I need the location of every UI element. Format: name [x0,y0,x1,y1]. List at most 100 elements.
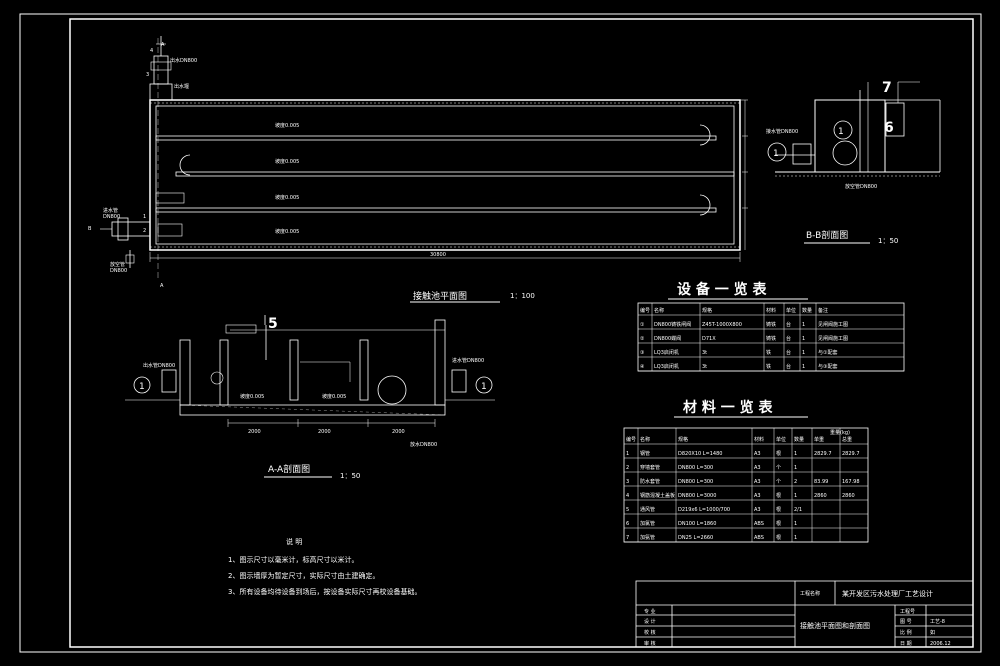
table-header-cell: 材料 [754,436,764,443]
table-cell: 铸铁 [766,321,776,328]
plan-marker-a-top: A [161,42,165,48]
table-cell: 2 [626,465,629,471]
table-header-cell: 单位 [776,436,786,443]
note-2: 2、图示墙厚为暂定尺寸，实际尺寸由土建确定。 [228,571,379,580]
aa-left-pipe: 出水管DN800 [143,362,175,369]
table-header-cell: 单重 [814,436,824,443]
table-cell: DN800 L=300 [678,465,713,471]
plan-num-4: 4 [150,48,153,54]
table-cell: 与①配套 [818,349,837,356]
table-cell: 3 [626,479,629,485]
table-cell: 见闸阀施工图 [818,335,848,342]
table-header-cell: 编号 [626,436,636,443]
table-cell: 83.99 [814,479,828,485]
table-cell: LQ3启闭机 [654,349,679,356]
tb-scale-label: 比 例 [900,629,912,636]
aa-right-pipe: 进水管DN800 [452,357,484,364]
table-cell: 台 [786,349,791,356]
plan-title: 接触池平面图 [413,290,467,302]
tb-scale-value: 如 [930,629,935,636]
aa-slope-b: 坡度0.005 [322,393,346,400]
table-header-cell: 规格 [702,307,712,314]
aa-dim-2: 2000 [318,429,331,435]
table-cell: DN25 L=2660 [678,535,713,541]
aa-slope-a: 坡度0.005 [240,393,264,400]
table-cell: ① [640,322,645,328]
table-cell: 与③配套 [818,363,837,370]
table-header-cell: 材料 [766,307,776,314]
bb-num-1b: 1 [838,127,844,137]
aa-drain: 放水DN800 [410,441,437,448]
aa-dim-1: 2000 [248,429,261,435]
table-cell: ② [640,336,645,342]
table-cell: 2860 [814,493,827,499]
table-cell: 铸铁 [766,335,776,342]
table-cell: 见闸阀施工图 [818,321,848,328]
table-cell: ABS [754,521,764,527]
table-cell: 5 [626,507,629,513]
tb-drawing-no-label: 图 号 [900,619,912,625]
aa-num-1b: 1 [481,382,487,392]
plan-overall-dim: 30800 [430,252,446,258]
table-cell: 根 [776,534,781,541]
tb-drawing-no: 工艺-8 [930,619,945,625]
table-cell: 2829.7 [842,451,860,457]
aa-scale: 1：50 [340,472,360,480]
table-cell: ③ [640,350,644,356]
aa-num-1a: 1 [139,382,145,392]
table-cell: 个 [776,465,781,471]
table-cell: 钢筋混凝土盖板 [640,492,675,499]
bb-scale: 1：50 [878,237,898,245]
bb-title: B-B剖面图 [806,229,848,241]
table-cell: 1 [802,364,805,370]
bb-num-6: 6 [884,120,894,136]
table-cell: 穿墙套管 [640,464,660,471]
note-1: 1、图示尺寸以毫米计，标高尺寸以米计。 [228,555,358,564]
table-cell: A3 [754,479,761,485]
table-cell: 167.98 [842,479,860,485]
table-cell: DN800 L=300 [678,479,713,485]
table-header-cell: 单位 [786,307,796,314]
table-header-cell: 名称 [640,436,650,443]
table-cell: 根 [776,450,781,457]
table-cell: 2/1 [794,507,802,513]
tb-project-label: 工程名称 [800,590,820,597]
table-cell: 个 [776,479,781,485]
table-header-cell: 备注 [818,307,828,314]
table-cell: 根 [776,520,781,527]
table-cell: 3t [702,350,707,356]
tb-major-label: 专 业 [644,608,656,615]
bb-drain-label: 放空管DN800 [845,183,877,190]
plan-slope-3: 坡度0.005 [275,194,299,201]
table-cell: 3t [702,364,707,370]
table-header-cell: 总重 [842,436,852,443]
table-cell: DN800 L=3000 [678,493,716,499]
weight-group-header: 重量(kg) [830,429,850,436]
section-bb-view [767,81,941,177]
table-cell: D71X [702,336,716,342]
aa-num-5: 5 [268,316,278,332]
table-cell: 1 [794,493,797,499]
table-cell: DN800蝶阀 [654,335,681,342]
notes-title: 说 明 [286,537,302,546]
table-cell: 4 [626,493,629,499]
table-cell: 防水套管 [640,478,660,485]
table-cell: 台 [786,321,791,328]
table-cell: ④ [640,364,645,370]
section-aa-view [125,315,495,427]
note-3: 3、所有设备均待设备到场后，按设备实际尺寸再校设备基础。 [228,587,421,596]
table-cell: 1 [802,350,805,356]
table-frame [623,427,869,543]
table-header-cell: 数量 [802,307,812,314]
materials-table-title: 材 料 一 览 表 [683,399,773,416]
table-cell: A3 [754,493,761,499]
plan-marker-a-bottom: A [160,283,164,289]
table-cell: 根 [776,492,781,499]
table-cell: LQ3启闭机 [654,363,679,370]
table-cell: 1 [794,535,797,541]
tb-sheet-label: 工程号 [900,608,915,615]
plan-marker-b: B [88,226,92,232]
bb-num-1a: 1 [773,149,779,159]
table-cell: DN800铸铁闸阀 [654,321,691,328]
